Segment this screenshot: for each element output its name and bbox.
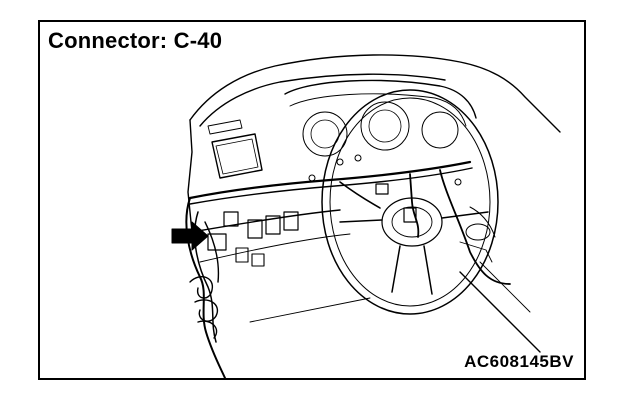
figure-frame: Connector: C-40 AC608145BV	[38, 20, 586, 380]
dashboard-outline	[187, 54, 561, 353]
steering-wheel	[321, 89, 499, 315]
figure-code: AC608145BV	[464, 352, 574, 371]
pointer-arrow	[171, 221, 209, 251]
wiring-harness	[185, 154, 511, 378]
diagram-title: Connector: C-40	[48, 28, 223, 53]
dashboard-illustration	[171, 54, 561, 378]
